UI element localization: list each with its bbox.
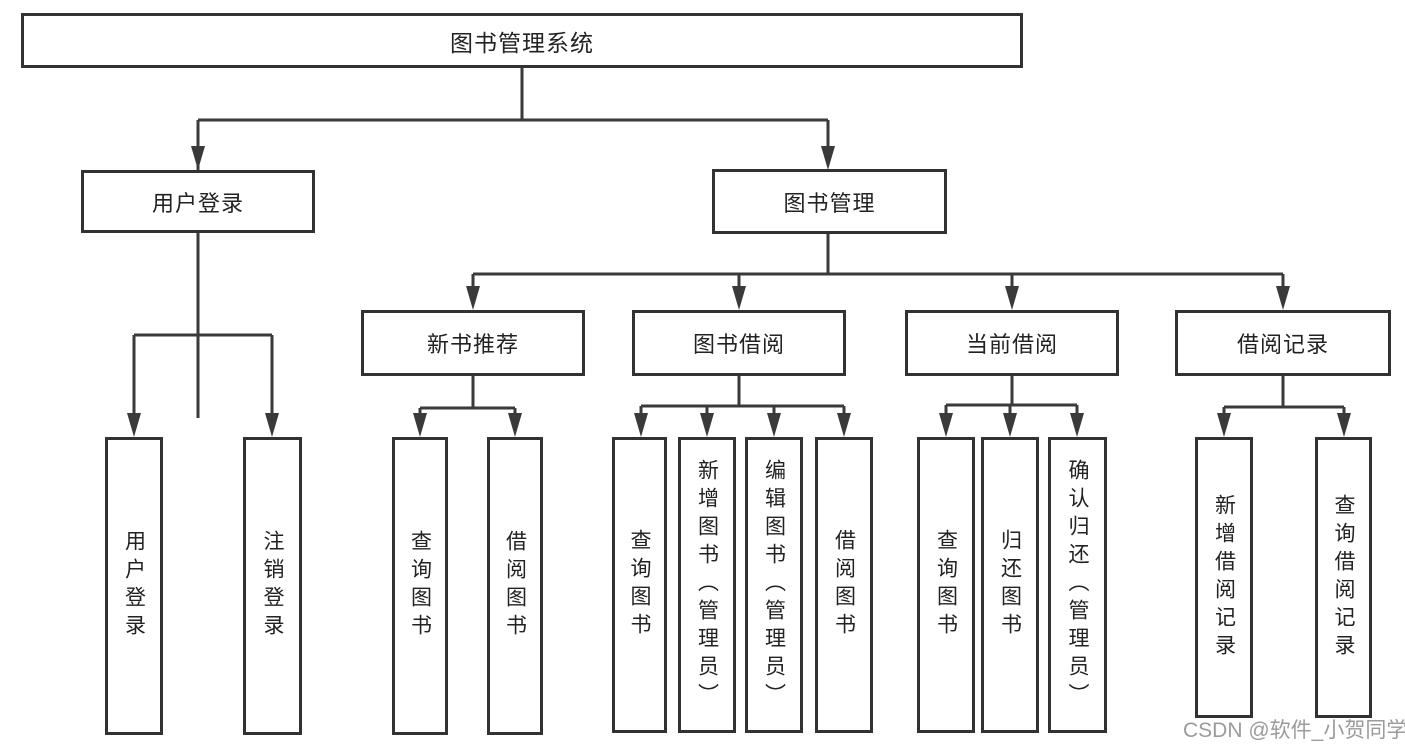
leaf-label: 查询图书 — [408, 530, 432, 642]
leaf-edit-books-admin: 编辑图书（管理员） — [745, 437, 803, 733]
leaf-label: 查询图书 — [934, 529, 958, 641]
node-label: 当前借阅 — [965, 332, 1058, 357]
leaf-label: 注销登录 — [261, 530, 284, 642]
leaf-label: 借阅图书 — [832, 529, 856, 641]
leaf-user-login: 用户登录 — [105, 437, 163, 735]
leaf-label: 查询借阅记录 — [1332, 493, 1355, 662]
node-label: 借阅记录 — [1236, 332, 1329, 357]
csdn-watermark: CSDN @软件_小贺同学 — [1183, 719, 1405, 742]
leaf-label: 新增借阅记录 — [1212, 493, 1236, 662]
leaf-label: 归还图书 — [998, 529, 1022, 641]
leaf-return-books: 归还图书 — [981, 437, 1039, 733]
leaf-add-books-admin: 新增图书（管理员） — [678, 437, 736, 733]
leaf-label: 新增图书（管理员） — [695, 459, 719, 711]
node-user-login-branch: 用户登录 — [81, 170, 315, 233]
leaf-query-borrow-record: 查询借阅记录 — [1315, 437, 1372, 718]
leaf-label: 确认归还（管理员） — [1066, 459, 1089, 711]
node-label: 图书借阅 — [692, 332, 785, 357]
node-label: 新书推荐 — [426, 332, 519, 357]
arrowheads — [127, 146, 1351, 437]
leaf-confirm-return-admin: 确认归还（管理员） — [1048, 437, 1107, 733]
node-book-borrow: 图书借阅 — [632, 310, 846, 376]
leaf-label: 借阅图书 — [503, 530, 527, 642]
leaf-add-borrow-record: 新增借阅记录 — [1195, 437, 1253, 718]
leaf-query-books-recommend: 查询图书 — [392, 437, 448, 735]
leaf-query-books-borrow: 查询图书 — [612, 437, 667, 733]
leaf-borrow-books: 借阅图书 — [815, 437, 873, 733]
leaf-borrow-books-recommend: 借阅图书 — [487, 437, 543, 735]
node-library-management-system: 图书管理系统 — [21, 13, 1023, 68]
leaf-logout: 注销登录 — [243, 437, 302, 735]
leaf-label: 用户登录 — [122, 530, 146, 642]
node-label: 图书管理 — [783, 190, 876, 216]
node-book-management-branch: 图书管理 — [712, 169, 947, 234]
leaf-label: 查询图书 — [628, 529, 651, 641]
leaf-label: 编辑图书（管理员） — [762, 459, 786, 711]
node-new-book-recommend: 新书推荐 — [361, 310, 585, 376]
leaf-query-books-current: 查询图书 — [917, 437, 975, 733]
node-label: 用户登录 — [151, 190, 244, 216]
node-current-borrow: 当前借阅 — [905, 310, 1119, 376]
node-borrow-record: 借阅记录 — [1175, 310, 1391, 376]
node-label: 图书管理系统 — [450, 29, 594, 56]
